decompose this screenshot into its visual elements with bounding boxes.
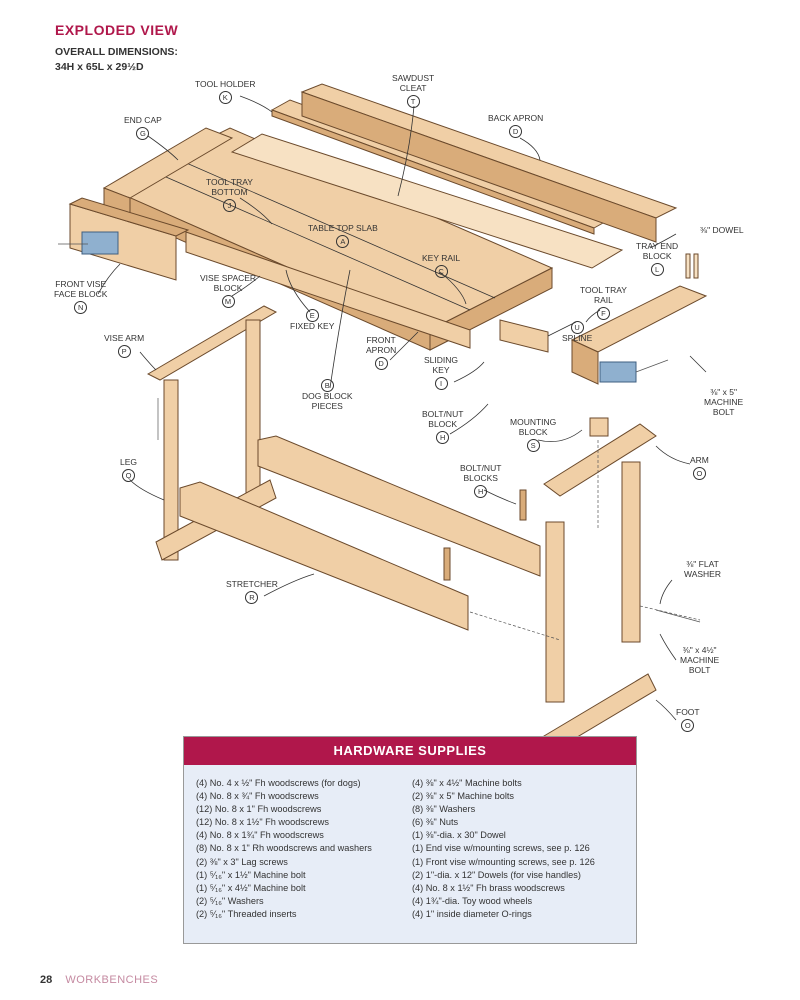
hardware-item: (2) ⅜" x 3" Lag screws: [196, 856, 288, 867]
hardware-item: (2) ⁵⁄₁₆" Washers: [196, 895, 264, 906]
hardware-item: (4) No. 8 x ¾" Fh woodscrews: [196, 791, 319, 802]
hardware-item: (1) End vise w/mounting screws, see p. 1…: [412, 843, 590, 854]
section-name: WORKBENCHES: [65, 974, 159, 986]
right-leg-assembly-part: [543, 423, 657, 753]
tool-tray-bottom-part: [230, 133, 624, 269]
hardware-item: (8) No. 8 x 1" Rh woodscrews and washers: [196, 843, 372, 854]
hardware-item: (8) ⅜" Washers: [412, 804, 476, 815]
hardware-item: (1) Front vise w/mounting screws, see p.…: [412, 856, 595, 867]
page-title: EXPLODED VIEW: [55, 22, 179, 38]
stretcher-part: [179, 435, 541, 631]
hardware-item: (4) ⅜" x 4½" Machine bolts: [412, 778, 522, 788]
back-apron-part: [300, 83, 678, 243]
front-apron-part: [185, 231, 471, 349]
dimensions-value: 34H x 65L x 29½D: [55, 61, 144, 73]
front-vise-face-block-part: [58, 197, 190, 281]
hardware-item: (1) ⅜"-dia. x 30" Dowel: [412, 830, 506, 841]
hardware-left-column: (4) No. 4 x ½" Fh woodscrews (for dogs) (…: [196, 777, 372, 921]
hardware-item: (1) ⁵⁄₁₆" x 4½" Machine bolt: [196, 882, 306, 893]
hardware-item: (1) ⁵⁄₁₆" x 1½" Machine bolt: [196, 869, 306, 880]
hardware-item: (2) ⁵⁄₁₆" Threaded inserts: [196, 908, 297, 919]
hardware-item: (2) 1"-dia. x 12" Dowels (for vise handl…: [412, 869, 581, 880]
hardware-supplies-title: HARDWARE SUPPLIES: [184, 737, 636, 765]
hardware-item: (4) No. 8 x 1½" Fh brass woodscrews: [412, 882, 565, 893]
hardware-item: (6) ⅜" Nuts: [412, 817, 459, 828]
hardware-supplies-box: HARDWARE SUPPLIES (4) No. 4 x ½" Fh wood…: [183, 736, 637, 944]
hardware-item: (4) No. 4 x ½" Fh woodscrews (for dogs): [196, 778, 361, 788]
page-number: 28: [40, 974, 53, 986]
hardware-item: (12) No. 8 x 1" Fh woodscrews: [196, 804, 322, 815]
hardware-item: (4) 1" inside diameter O-rings: [412, 908, 532, 919]
end-vise-part: [499, 285, 708, 385]
hardware-supplies-list: (4) No. 4 x ½" Fh woodscrews (for dogs) (…: [184, 765, 636, 943]
hardware-item: (4) 1¾"-dia. Toy wood wheels: [412, 895, 533, 906]
dimensions-label: OVERALL DIMENSIONS:: [55, 46, 178, 58]
hardware-item: (4) No. 8 x 1¾" Fh woodscrews: [196, 830, 324, 841]
page-footer: 28 WORKBENCHES: [40, 974, 158, 986]
left-leg-assembly-part: [146, 305, 278, 561]
hardware-item: (2) ⅜" x 5" Machine bolts: [412, 791, 515, 802]
hardware-item: (12) No. 8 x 1½" Fh woodscrews: [196, 817, 329, 828]
label-dowel: ⅜" DOWEL: [700, 225, 744, 235]
hardware-right-column: (4) ⅜" x 4½" Machine bolts (2) ⅜" x 5" Ma…: [412, 777, 595, 921]
